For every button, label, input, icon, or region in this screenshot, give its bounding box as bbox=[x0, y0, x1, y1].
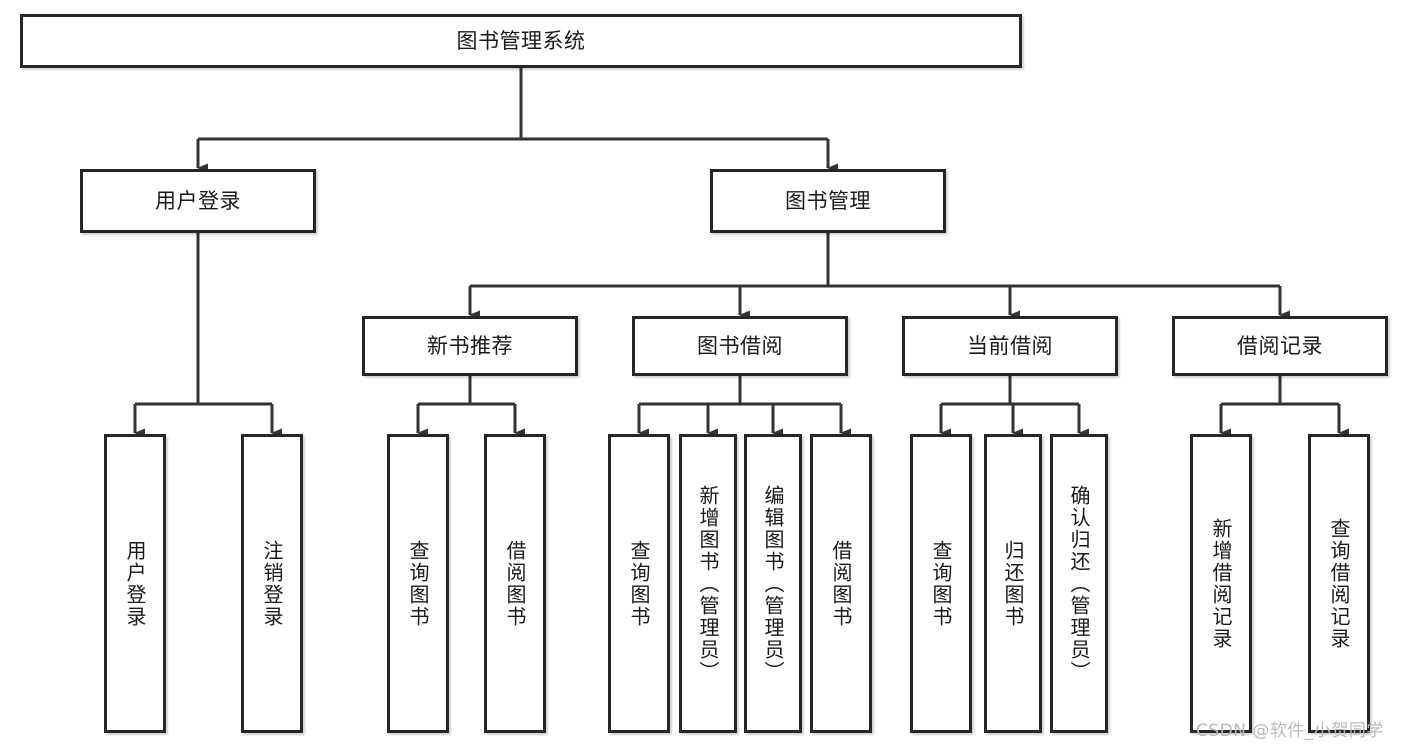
node-label-leaf-query-book-1: 查询图书 bbox=[406, 539, 430, 628]
node-root[interactable]: 图书管理系统 bbox=[20, 14, 1022, 68]
node-leaf-user-logout[interactable]: 注销登录 bbox=[241, 434, 303, 733]
node-leaf-return-book[interactable]: 归还图书 bbox=[984, 434, 1042, 733]
node-label-leaf-query-book-2: 查询图书 bbox=[627, 539, 651, 628]
node-new-book-rec[interactable]: 新书推荐 bbox=[362, 316, 578, 376]
node-label-borrow-record: 借阅记录 bbox=[1237, 333, 1323, 358]
node-label-leaf-query-book-3: 查询图书 bbox=[929, 539, 953, 628]
node-label-leaf-borrow-book-1: 借阅图书 bbox=[503, 539, 527, 628]
node-label-root: 图书管理系统 bbox=[456, 28, 586, 53]
edges-group bbox=[133, 68, 1349, 438]
node-current-borrow[interactable]: 当前借阅 bbox=[902, 316, 1118, 376]
node-leaf-borrow-book-2[interactable]: 借阅图书 bbox=[810, 434, 872, 733]
node-label-leaf-user-logout: 注销登录 bbox=[260, 539, 284, 628]
node-leaf-query-record[interactable]: 查询借阅记录 bbox=[1308, 434, 1370, 733]
node-label-leaf-confirm-return: 确认归还（管理员） bbox=[1067, 484, 1091, 683]
node-leaf-query-book-3[interactable]: 查询图书 bbox=[910, 434, 972, 733]
node-book-borrow[interactable]: 图书借阅 bbox=[632, 316, 848, 376]
node-label-leaf-add-book: 新增图书（管理员） bbox=[696, 484, 720, 683]
node-label-current-borrow: 当前借阅 bbox=[967, 333, 1053, 358]
node-label-new-book-rec: 新书推荐 bbox=[427, 333, 513, 358]
node-book-manage[interactable]: 图书管理 bbox=[710, 169, 946, 233]
node-leaf-query-book-1[interactable]: 查询图书 bbox=[387, 434, 449, 733]
node-leaf-borrow-book-1[interactable]: 借阅图书 bbox=[484, 434, 546, 733]
node-label-leaf-edit-book: 编辑图书（管理员） bbox=[761, 484, 785, 683]
node-leaf-add-record[interactable]: 新增借阅记录 bbox=[1190, 434, 1252, 733]
csdn-watermark: CSDN @软件_小贺同学 bbox=[1196, 721, 1384, 741]
node-user-login[interactable]: 用户登录 bbox=[80, 169, 316, 233]
node-label-book-manage: 图书管理 bbox=[785, 188, 871, 213]
node-label-book-borrow: 图书借阅 bbox=[697, 333, 783, 358]
node-leaf-edit-book[interactable]: 编辑图书（管理员） bbox=[744, 434, 802, 733]
node-leaf-user-login[interactable]: 用户登录 bbox=[104, 434, 166, 733]
node-leaf-confirm-return[interactable]: 确认归还（管理员） bbox=[1050, 434, 1108, 733]
node-label-user-login: 用户登录 bbox=[155, 188, 241, 213]
node-label-leaf-add-record: 新增借阅记录 bbox=[1209, 517, 1233, 650]
node-leaf-add-book[interactable]: 新增图书（管理员） bbox=[679, 434, 737, 733]
node-label-leaf-borrow-book-2: 借阅图书 bbox=[829, 539, 853, 628]
node-label-leaf-query-record: 查询借阅记录 bbox=[1327, 517, 1351, 650]
node-label-leaf-return-book: 归还图书 bbox=[1001, 539, 1025, 628]
node-borrow-record[interactable]: 借阅记录 bbox=[1172, 316, 1388, 376]
node-leaf-query-book-2[interactable]: 查询图书 bbox=[608, 434, 670, 733]
node-label-leaf-user-login: 用户登录 bbox=[123, 539, 147, 628]
